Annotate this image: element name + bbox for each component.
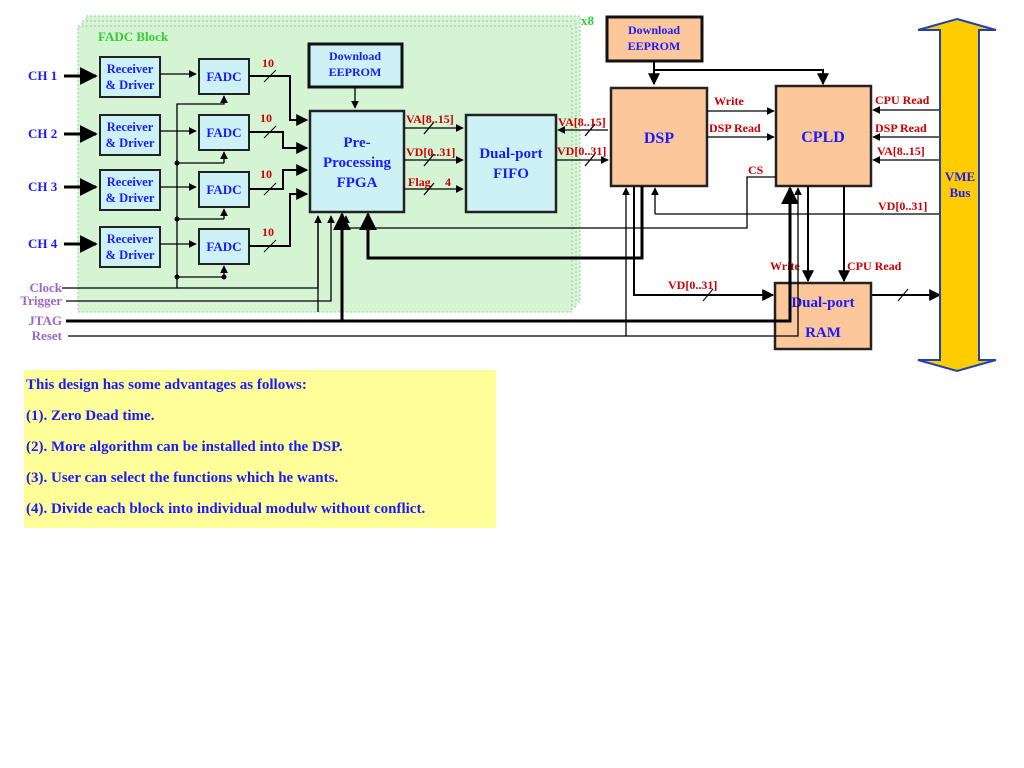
- eeprom-dsp-label: Download: [628, 23, 680, 37]
- eeprom-fpga-label: Download: [329, 49, 381, 63]
- note-line-3: (3). User can select the functions which…: [26, 470, 339, 486]
- dsp-box: [609, 86, 709, 188]
- flag-width-label: 4: [445, 175, 451, 189]
- cpld-label: CPLD: [801, 129, 845, 146]
- eeprom-to-dsp-cpld: [648, 61, 829, 86]
- ram-cpu-read-label: CPU Read: [847, 259, 902, 273]
- receiver-1-label-2: & Driver: [106, 78, 155, 92]
- ram-connections: [633, 186, 942, 301]
- fadc-3-label: FADC: [206, 182, 241, 197]
- fadc-block-title: FADC Block: [98, 29, 169, 44]
- eeprom-fpga-box: [307, 42, 404, 89]
- cpu-read-label: CPU Read: [875, 93, 930, 107]
- fifo-vd-label: VD[0..31]: [557, 144, 606, 158]
- dsp-to-fpga-path: [359, 186, 644, 260]
- receiver-3-label-2: & Driver: [106, 191, 155, 205]
- receiver-2-label: Receiver: [107, 120, 154, 134]
- eeprom-fpga-label-2: EEPROM: [329, 65, 382, 79]
- receiver-to-fadc-arrows: [160, 70, 197, 248]
- vme-label-2: Bus: [950, 185, 971, 200]
- dsp-read-label: DSP Read: [709, 121, 761, 135]
- bus-width-3: 10: [260, 167, 272, 181]
- fadc-1-label: FADC: [206, 69, 241, 84]
- bus-width-4: 10: [262, 225, 274, 239]
- ram-label-2: RAM: [805, 325, 841, 341]
- dsp-label: DSP: [644, 130, 674, 147]
- note-line-intro: This design has some advantages as follo…: [26, 377, 307, 393]
- vme-label-1: VME: [945, 169, 975, 184]
- flag-label: Flag: [408, 175, 431, 189]
- jtag-label: JTAG: [28, 313, 62, 328]
- cpld-va-label: VA[8..15]: [877, 144, 925, 158]
- bus-slashes: [263, 69, 277, 253]
- fpga-to-fifo-buses: [404, 121, 464, 196]
- fifo-label-2: FIFO: [493, 166, 529, 182]
- control-lines: [66, 186, 802, 337]
- ram-label-1: Dual-port: [791, 295, 854, 311]
- multiplier-label: x8: [581, 13, 595, 28]
- receiver-4-label-2: & Driver: [106, 248, 155, 262]
- channel-input-arrows: [64, 67, 98, 253]
- reset-label: Reset: [32, 328, 63, 343]
- advantages-note: This design has some advantages as follo…: [24, 370, 496, 528]
- clock-label: Clock: [30, 280, 63, 295]
- ch2-label: CH 2: [28, 126, 57, 141]
- ram-slashes: [702, 288, 909, 302]
- bus-width-2: 10: [260, 111, 272, 125]
- fadc-2-label: FADC: [206, 125, 241, 140]
- receiver-3-label: Receiver: [107, 175, 154, 189]
- ram-write-label: Write: [770, 259, 800, 273]
- note-line-2: (2). More algorithm can be installed int…: [26, 439, 343, 455]
- ch3-label: CH 3: [28, 179, 58, 194]
- fpga-label-2: Processing: [323, 155, 392, 171]
- ram-vd-label: VD[0..31]: [668, 278, 717, 292]
- fadc-4-label: FADC: [206, 239, 241, 254]
- ch4-label: CH 4: [28, 236, 58, 251]
- fifo-box: [464, 113, 558, 214]
- fpga-box: [308, 109, 406, 214]
- clock-junctions: [174, 160, 227, 280]
- fpga-va-label: VA[8..15]: [406, 112, 454, 126]
- ch1-label: CH 1: [28, 68, 57, 83]
- receiver-2-label-2: & Driver: [106, 136, 155, 150]
- fifo-label-1: Dual-port: [479, 146, 542, 162]
- fpga-label-1: Pre-: [343, 135, 370, 151]
- bus-width-1: 10: [262, 56, 274, 70]
- receiver-boxes: [99, 56, 161, 268]
- fifo-to-dsp-buses: [556, 123, 609, 167]
- fadc-boxes: [198, 58, 250, 265]
- note-line-1: (1). Zero Dead time.: [26, 408, 155, 424]
- fifo-va-label: VA[8..15]: [558, 115, 606, 129]
- receiver-4-label: Receiver: [107, 232, 154, 246]
- cs-label: CS: [748, 163, 764, 177]
- fpga-vd-label: VD[0..31]: [406, 145, 455, 159]
- dsp-read-label-b: DSP Read: [875, 121, 927, 135]
- trigger-label: Trigger: [20, 293, 62, 308]
- vme-cpld-signals: [872, 106, 940, 164]
- receiver-1-label: Receiver: [107, 62, 154, 76]
- eeprom-dsp-label-2: EEPROM: [628, 39, 681, 53]
- cpld-box: [774, 84, 873, 188]
- cpld-vd-label: VD[0..31]: [878, 199, 927, 213]
- fpga-label-3: FPGA: [337, 175, 378, 191]
- note-line-4: (4). Divide each block into individual m…: [26, 501, 426, 517]
- vme-bus-arrow: [917, 17, 997, 373]
- write-label: Write: [714, 94, 744, 108]
